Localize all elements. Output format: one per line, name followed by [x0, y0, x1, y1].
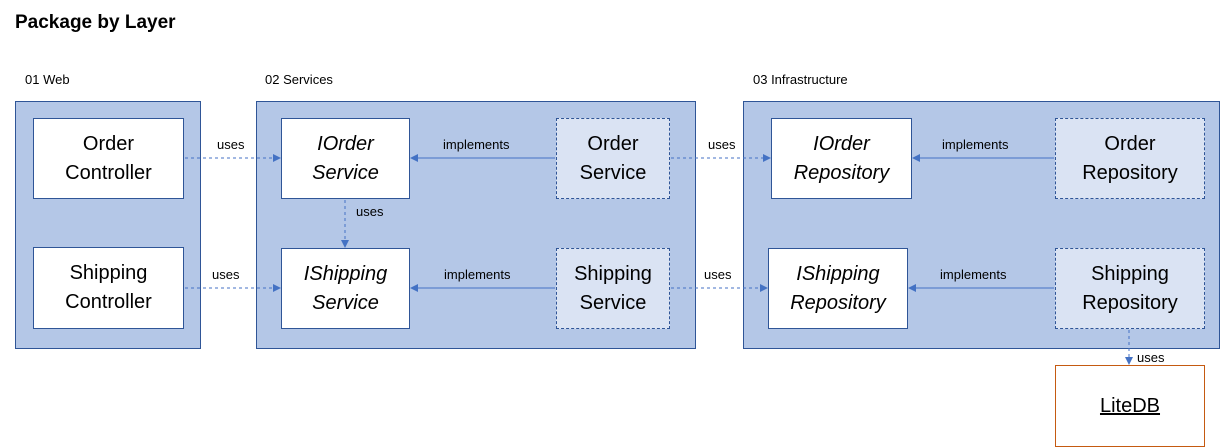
shipping-controller-box[interactable]: Shipping Controller	[33, 247, 184, 329]
layer-label-web: 01 Web	[25, 72, 70, 87]
layer-label-infrastructure: 03 Infrastructure	[753, 72, 848, 87]
shipping-service-box[interactable]: Shipping Service	[556, 248, 670, 329]
order-repository-box[interactable]: Order Repository	[1055, 118, 1205, 199]
iorder-service-box[interactable]: IOrder Service	[281, 118, 410, 199]
edge-label-implements: implements	[443, 137, 510, 152]
ishipping-repository-box[interactable]: IShipping Repository	[768, 248, 908, 329]
edge-label-uses: uses	[1137, 350, 1165, 365]
edge-label-uses: uses	[356, 204, 384, 219]
shipping-repository-box[interactable]: Shipping Repository	[1055, 248, 1205, 329]
ishipping-service-box[interactable]: IShipping Service	[281, 248, 410, 329]
edge-label-uses: uses	[704, 267, 732, 282]
order-service-box[interactable]: Order Service	[556, 118, 670, 199]
edge-label-implements: implements	[940, 267, 1007, 282]
page-title: Package by Layer	[15, 12, 176, 33]
edge-label-implements: implements	[444, 267, 511, 282]
litedb-box[interactable]: LiteDB	[1055, 365, 1205, 447]
edge-label-implements: implements	[942, 137, 1009, 152]
edge-label-uses: uses	[217, 137, 245, 152]
edge-label-uses: uses	[212, 267, 240, 282]
edge-label-uses: uses	[708, 137, 736, 152]
iorder-repository-box[interactable]: IOrder Repository	[771, 118, 912, 199]
layer-label-services: 02 Services	[265, 72, 333, 87]
order-controller-box[interactable]: Order Controller	[33, 118, 184, 199]
